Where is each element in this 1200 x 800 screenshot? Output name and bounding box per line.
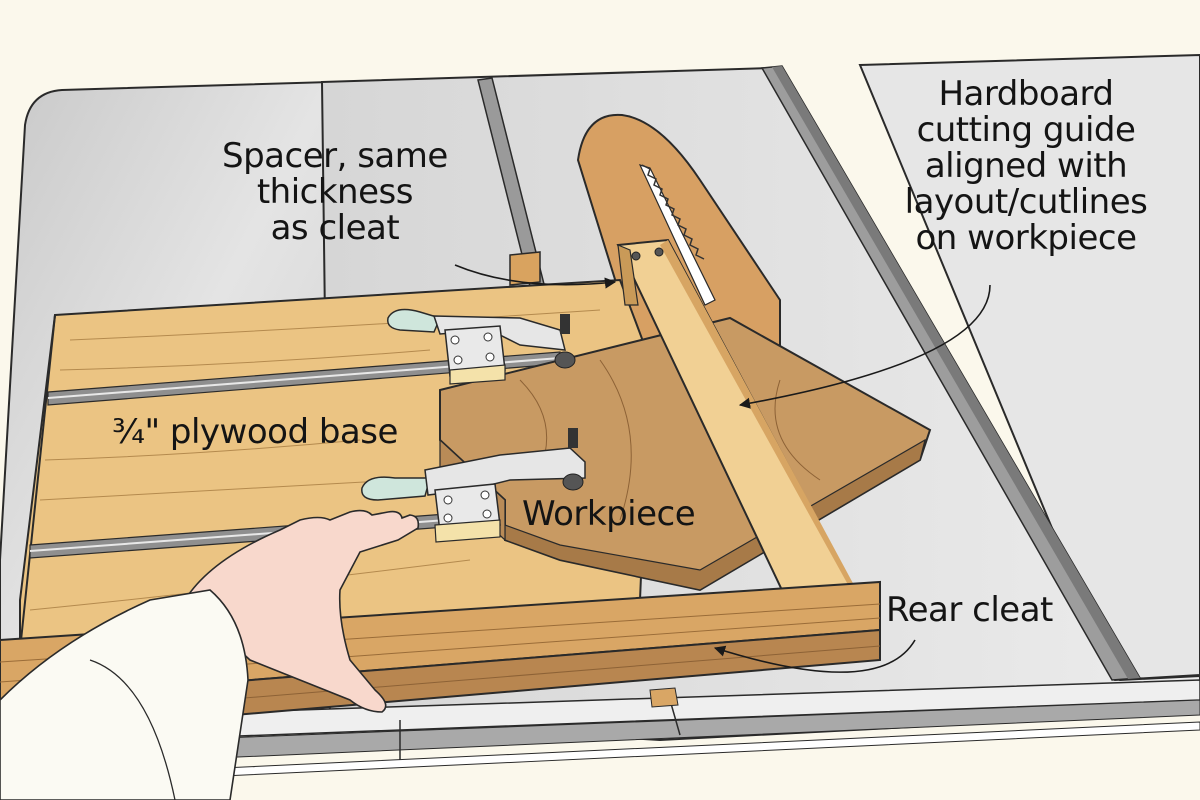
rear-cleat-label: Rear cleat: [886, 590, 1053, 630]
guide-label-line4: layout/cutlines: [904, 182, 1148, 222]
spacer-label-line2: thickness: [256, 172, 414, 212]
shirt-sleeve: [0, 589, 249, 800]
workpiece-label: Workpiece: [522, 494, 696, 534]
guide-label-line5: on workpiece: [915, 218, 1138, 258]
clamp-bolt: [568, 428, 578, 448]
spacer-label: Spacer, same thickness as cleat: [222, 138, 448, 246]
clamp-bolt: [560, 314, 570, 334]
leader-lines: [454, 264, 991, 673]
clamp-handle: [361, 476, 431, 501]
spacer: [509, 251, 541, 286]
guide-label: Hardboard cutting guide aligned with lay…: [884, 76, 1168, 256]
screw-icon: [654, 247, 664, 257]
operator-hand: [0, 509, 420, 800]
plywood-base-label: ¾" plywood base: [112, 412, 398, 452]
toggle-clamp-lower: [361, 428, 586, 543]
screw-icon: [631, 251, 641, 261]
spacer-leader: [454, 264, 617, 289]
spacer-label-line3: as cleat: [270, 208, 400, 248]
guide-leader: [738, 284, 991, 409]
guide-label-line2: cutting guide: [916, 110, 1136, 150]
guide-label-line3: aligned with: [924, 146, 1128, 186]
guide-label-line1: Hardboard: [938, 74, 1114, 114]
rear-cleat-leader: [713, 639, 916, 673]
toggle-clamp-upper: [387, 308, 576, 385]
spacer-label-line1: Spacer, same: [222, 136, 448, 176]
